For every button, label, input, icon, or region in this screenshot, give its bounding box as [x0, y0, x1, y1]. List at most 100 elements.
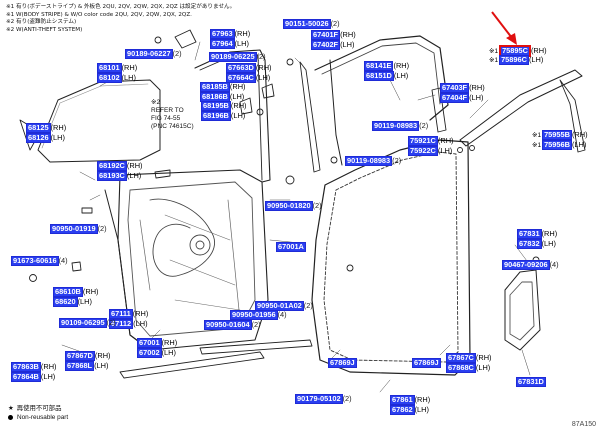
part-label-67867D[interactable]: 67867D(RH)	[65, 351, 111, 362]
part-label-67964[interactable]: 67964(LH)	[210, 39, 249, 50]
part-label-90109-06295[interactable]: 90109-06295(2)	[59, 318, 116, 329]
part-label-68610B[interactable]: 68610B(RH)	[53, 287, 99, 298]
lower-trim	[119, 351, 265, 379]
pillar-garnish	[459, 69, 583, 147]
part-label-67831D[interactable]: 67831D	[516, 377, 546, 388]
part-label-67868L[interactable]: 67868L(LH)	[65, 361, 109, 372]
part-pair-68185B: 68185B(RH) 68186B(LH)	[200, 82, 246, 103]
legend: ★再使用不可部品 Non-reusable part	[8, 404, 68, 422]
part-label-90950-01604[interactable]: 90950-01604(2)	[204, 320, 261, 331]
part-pair-67867D: 67867D(RH) 67868L(LH)	[65, 351, 111, 372]
part-label-67963[interactable]: 67963(RH)	[210, 29, 251, 40]
part-label-67864B[interactable]: 67864B(LH)	[11, 372, 56, 383]
body-opening	[311, 139, 471, 376]
part-pair-67403F: 67403F(RH) 67404F(LH)	[440, 83, 485, 104]
part-label-67402F[interactable]: 67402F(LH)	[311, 40, 355, 51]
refer-to-note: ※2 REFER TO FIG 74-55 (PNC 74615C)	[151, 99, 194, 131]
part-label-68141E[interactable]: 68141E(RH)	[364, 61, 410, 72]
refer-line: REFER TO	[151, 107, 184, 114]
part-pair-67831: 67831(RH) 67832(LH)	[517, 229, 558, 250]
part-label-68193C[interactable]: 68193C(LH)	[97, 171, 142, 182]
part-label-68125[interactable]: 68125(RH)	[26, 123, 67, 134]
note-line: ※1 有り(ボデーストライプ) & 外板色 2QU, 2QV, 2QW, 2QX…	[6, 4, 236, 10]
highlight-arrow	[491, 11, 517, 45]
part-label-90189-06225[interactable]: 90189-06225(2)	[209, 52, 266, 63]
part-label-67869J-1[interactable]: 67869J	[328, 358, 357, 369]
part-pair-68141E: 68141E(RH) 68151D(LH)	[364, 61, 410, 82]
part-pair-68125: 68125(RH) 68126(LH)	[26, 123, 67, 144]
part-label-68192C[interactable]: 68192C(RH)	[97, 161, 143, 172]
legend-row: ★再使用不可部品	[8, 405, 62, 412]
part-label-67862[interactable]: 67862(LH)	[390, 405, 429, 416]
part-pair-75921C: 75921C(RH) 75922C(LH)	[408, 136, 454, 157]
part-label-67111[interactable]: 67111(RH)	[109, 309, 149, 320]
part-label-67112[interactable]: 67112(LH)	[109, 319, 148, 330]
part-label-90151-50026[interactable]: 90151-50026(2)	[283, 19, 340, 30]
part-label-67664C[interactable]: 67664C(LH)	[226, 73, 271, 84]
part-label-68185B[interactable]: 68185B(RH)	[200, 82, 246, 93]
part-label-90179-05102[interactable]: 90179-05102(2)	[295, 394, 352, 405]
note-line: ※1 W(BODY STRIPE) & W/O color code 2QU, …	[6, 11, 192, 18]
refer-pnc: (PNC 74615C)	[151, 123, 194, 130]
part-label-67401F[interactable]: 67401F(RH)	[311, 30, 356, 41]
part-label-75921C[interactable]: 75921C(RH)	[408, 136, 454, 147]
rear-bracket	[504, 269, 541, 351]
part-label-90467-09206[interactable]: 90467-09206(4)	[502, 260, 559, 271]
part-label-67831[interactable]: 67831(RH)	[517, 229, 558, 240]
part-pair-67001: 67001(RH) 67002(LH)	[137, 338, 178, 359]
part-pair-67867C: 67867C(RH) 67868C(LH)	[446, 353, 492, 374]
part-label-90950-01919[interactable]: 90950-01919(2)	[50, 224, 107, 235]
star-icon: ★	[8, 405, 14, 412]
part-label-90950-01A02[interactable]: 90950-01A02(2)	[255, 301, 313, 312]
part-label-67869J-2[interactable]: 67869J	[412, 358, 441, 369]
note-line: ※2 W(ANTI-THEFT SYSTEM)	[6, 26, 83, 33]
dot-icon	[8, 414, 13, 420]
part-label-67403F[interactable]: 67403F(RH)	[440, 83, 485, 94]
part-label-67001[interactable]: 67001(RH)	[137, 338, 178, 349]
note-line: ※2 有り(盗難防止システム)	[6, 19, 77, 26]
part-label-68151D[interactable]: 68151D(LH)	[364, 71, 409, 82]
part-label-68620[interactable]: 68620(LH)	[53, 297, 92, 308]
part-pair-67663D: 67663D(RH) 67664C(LH)	[226, 63, 272, 84]
part-pair-68101: 68101(RH) 68102(LH)	[97, 63, 138, 84]
part-label-91673-60616[interactable]: 91673-60616(4)	[11, 256, 68, 267]
part-label-75922C[interactable]: 75922C(LH)	[408, 146, 453, 157]
part-label-90189-06227[interactable]: 90189-06227(2)	[125, 49, 182, 60]
part-pair-67861: 67861(RH) 67862(LH)	[390, 395, 431, 416]
door-glass	[37, 79, 161, 163]
part-label-90119-08983[interactable]: 90119-08983(2)	[372, 121, 429, 132]
part-label-90119-08983-b[interactable]: 90119-08983(2)	[345, 156, 402, 167]
refer-fig-link[interactable]: FIG 74-55	[151, 115, 181, 122]
part-label-67863B[interactable]: 67863B(RH)	[11, 362, 57, 373]
part-pair-67401F: 67401F(RH) 67402F(LH)	[311, 30, 356, 51]
part-label-67832[interactable]: 67832(LH)	[517, 239, 556, 250]
part-pair-68192C: 68192C(RH) 68193C(LH)	[97, 161, 143, 182]
part-label-67002[interactable]: 67002(LH)	[137, 348, 176, 359]
part-label-68195B[interactable]: 68195B(RH)	[201, 101, 247, 112]
part-label-68101[interactable]: 68101(RH)	[97, 63, 138, 74]
part-pair-67963: 67963(RH) 67964(LH)	[210, 29, 251, 50]
part-label-68196B[interactable]: 68196B(LH)	[201, 111, 246, 122]
part-label-90950-01820[interactable]: 90950-01820(2)	[265, 201, 322, 212]
part-label-67868C[interactable]: 67868C(LH)	[446, 363, 491, 374]
part-label-67867C[interactable]: 67867C(RH)	[446, 353, 492, 364]
diagram-code: 87A150	[571, 421, 596, 428]
part-label-67404F[interactable]: 67404F(LH)	[440, 93, 484, 104]
part-label-68126[interactable]: 68126(LH)	[26, 133, 65, 144]
part-pair-68195B: 68195B(RH) 68196B(LH)	[201, 101, 247, 122]
header-notes: ※1 有り(ボデーストライプ) & 外板色 2QU, 2QV, 2QW, 2QX…	[6, 4, 235, 34]
part-label-67861[interactable]: 67861(RH)	[390, 395, 431, 406]
part-label-67663D[interactable]: 67663D(RH)	[226, 63, 272, 74]
part-label-68102[interactable]: 68102(LH)	[97, 73, 136, 84]
part-label-90950-01956[interactable]: 90950-01956(4)	[230, 310, 287, 321]
part-pair-67863B: 67863B(RH) 67864B(LH)	[11, 362, 57, 383]
part-pair-67111: 67111(RH) 67112(LH)	[109, 309, 149, 330]
legend-row: Non-reusable part	[8, 413, 68, 422]
part-label-67001A[interactable]: 67001A	[276, 242, 306, 253]
